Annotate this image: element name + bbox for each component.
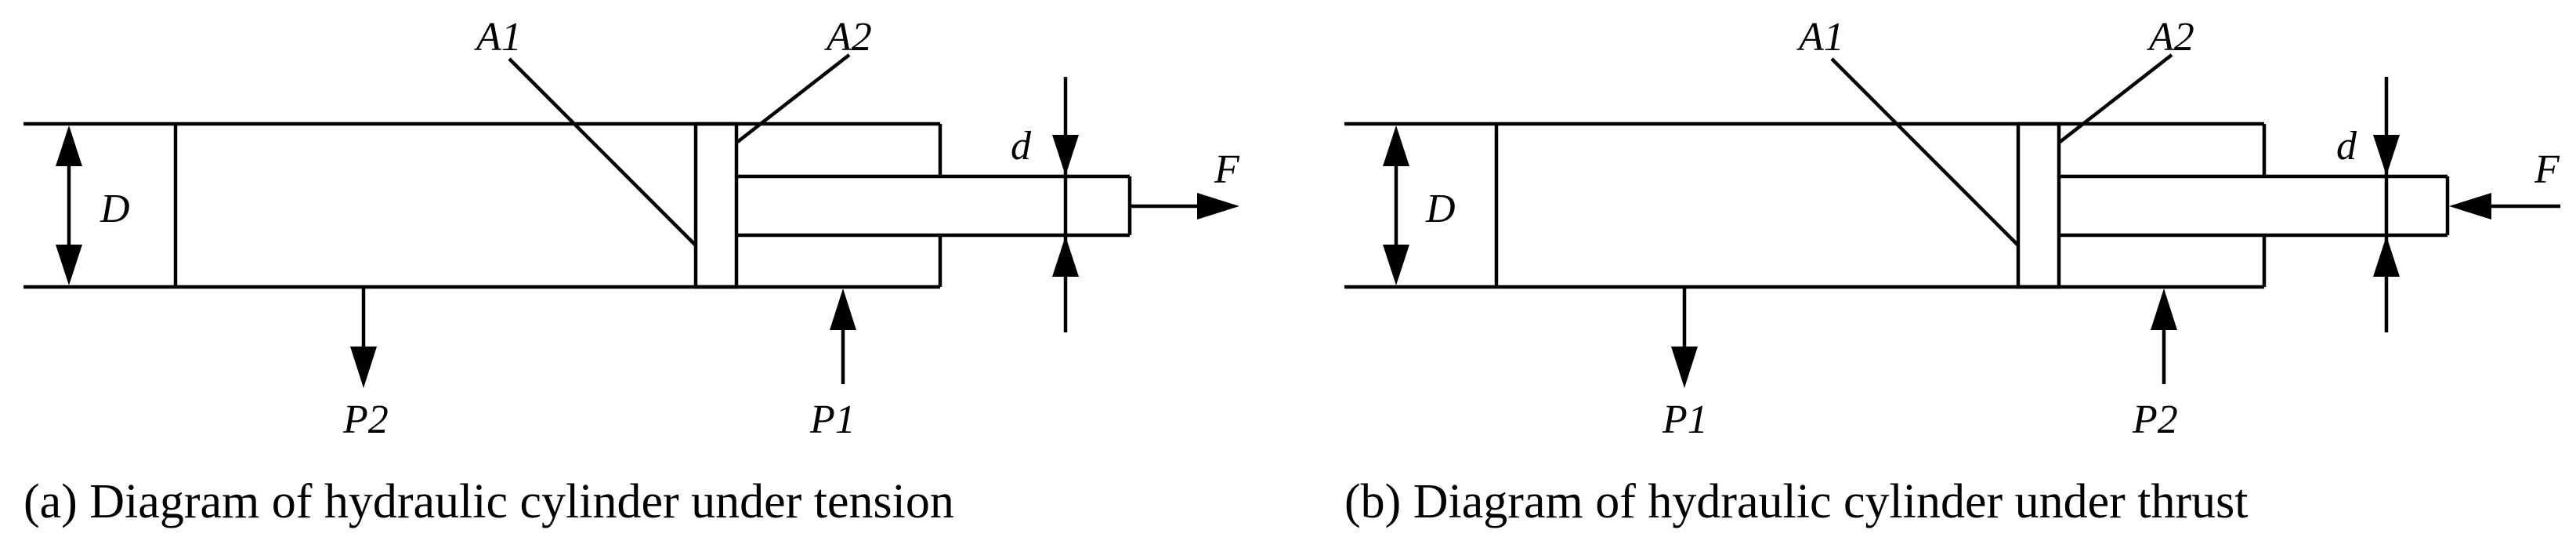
bore-dimension-arrow-down: [1383, 245, 1409, 285]
rod-dimension-arrow-up: [1052, 236, 1079, 277]
right-port-arrow-in: [2151, 289, 2177, 330]
rod-dimension-arrow-down: [2373, 135, 2400, 176]
right-port-label: P1: [809, 397, 856, 442]
panel-a-tension: D d F A1 A2 P2 P1 (a) Diagram of hydraul…: [24, 15, 1240, 528]
bore-diameter-label: D: [99, 187, 130, 231]
rod-diameter-label: d: [2336, 124, 2357, 169]
area-a1-label: A1: [474, 15, 522, 60]
bore-dimension-arrow-down: [56, 245, 82, 285]
right-port-arrow-in: [830, 289, 856, 330]
piston: [2016, 122, 2061, 289]
force-label: F: [2534, 147, 2560, 192]
panel-a-caption: (a) Diagram of hydraulic cylinder under …: [24, 475, 954, 528]
area-a1-label: A1: [1796, 15, 1844, 60]
area-a2-label: A2: [824, 15, 872, 60]
panel-b-thrust: D d F A1 A2 P1 P2 (b) Diagram of hydraul…: [1344, 15, 2560, 528]
rod-dimension-arrow-down: [1052, 135, 1079, 176]
piston: [693, 122, 739, 289]
area-a2-label: A2: [2147, 15, 2194, 60]
left-port-arrow-out: [1671, 347, 1698, 388]
force-arrow-head: [2449, 193, 2491, 220]
rod-dimension-arrow-up: [2373, 236, 2400, 277]
area-a1-leader: [508, 57, 697, 247]
force-arrow-head: [1197, 193, 1239, 220]
right-port-label: P2: [2132, 397, 2178, 442]
force-label: F: [1214, 147, 1240, 192]
bore-diameter-label: D: [1425, 187, 1456, 231]
area-a2-leader: [735, 53, 851, 144]
area-a2-leader: [2057, 53, 2173, 144]
left-port-arrow-out: [350, 347, 377, 388]
bore-dimension-arrow-up: [1383, 125, 1409, 166]
left-port-label: P1: [1662, 397, 1708, 442]
rod-diameter-label: d: [1011, 124, 1032, 169]
left-port-label: P2: [342, 397, 389, 442]
bore-dimension-arrow-up: [56, 125, 82, 166]
panel-b-caption: (b) Diagram of hydraulic cylinder under …: [1344, 475, 2249, 528]
area-a1-leader: [1830, 57, 2020, 247]
